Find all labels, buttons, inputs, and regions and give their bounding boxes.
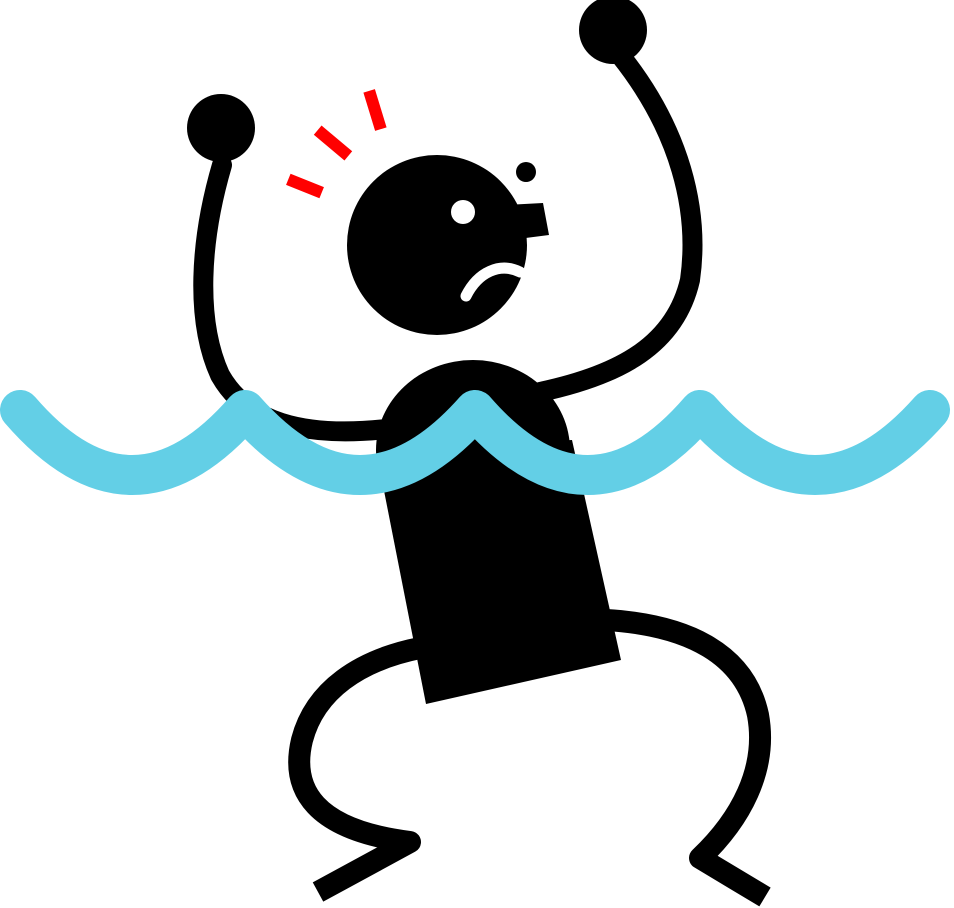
alarm-mark (363, 89, 387, 131)
right-hand (579, 0, 647, 64)
legs (288, 609, 772, 907)
eye (451, 200, 475, 224)
alarm-marks (286, 89, 387, 199)
alarm-mark (286, 173, 324, 199)
sweat-drop (516, 162, 536, 182)
right-arm (530, 45, 703, 402)
water-waves (0, 390, 950, 495)
frown-mouth (460, 262, 526, 302)
right-leg (605, 609, 772, 907)
left-hand (187, 94, 255, 162)
nose (505, 203, 549, 240)
left-arm (193, 155, 405, 442)
alarm-mark (313, 125, 353, 161)
left-leg (288, 637, 423, 902)
head-circle (347, 155, 527, 335)
head (347, 155, 549, 335)
arms (193, 45, 703, 442)
torso (376, 360, 621, 704)
